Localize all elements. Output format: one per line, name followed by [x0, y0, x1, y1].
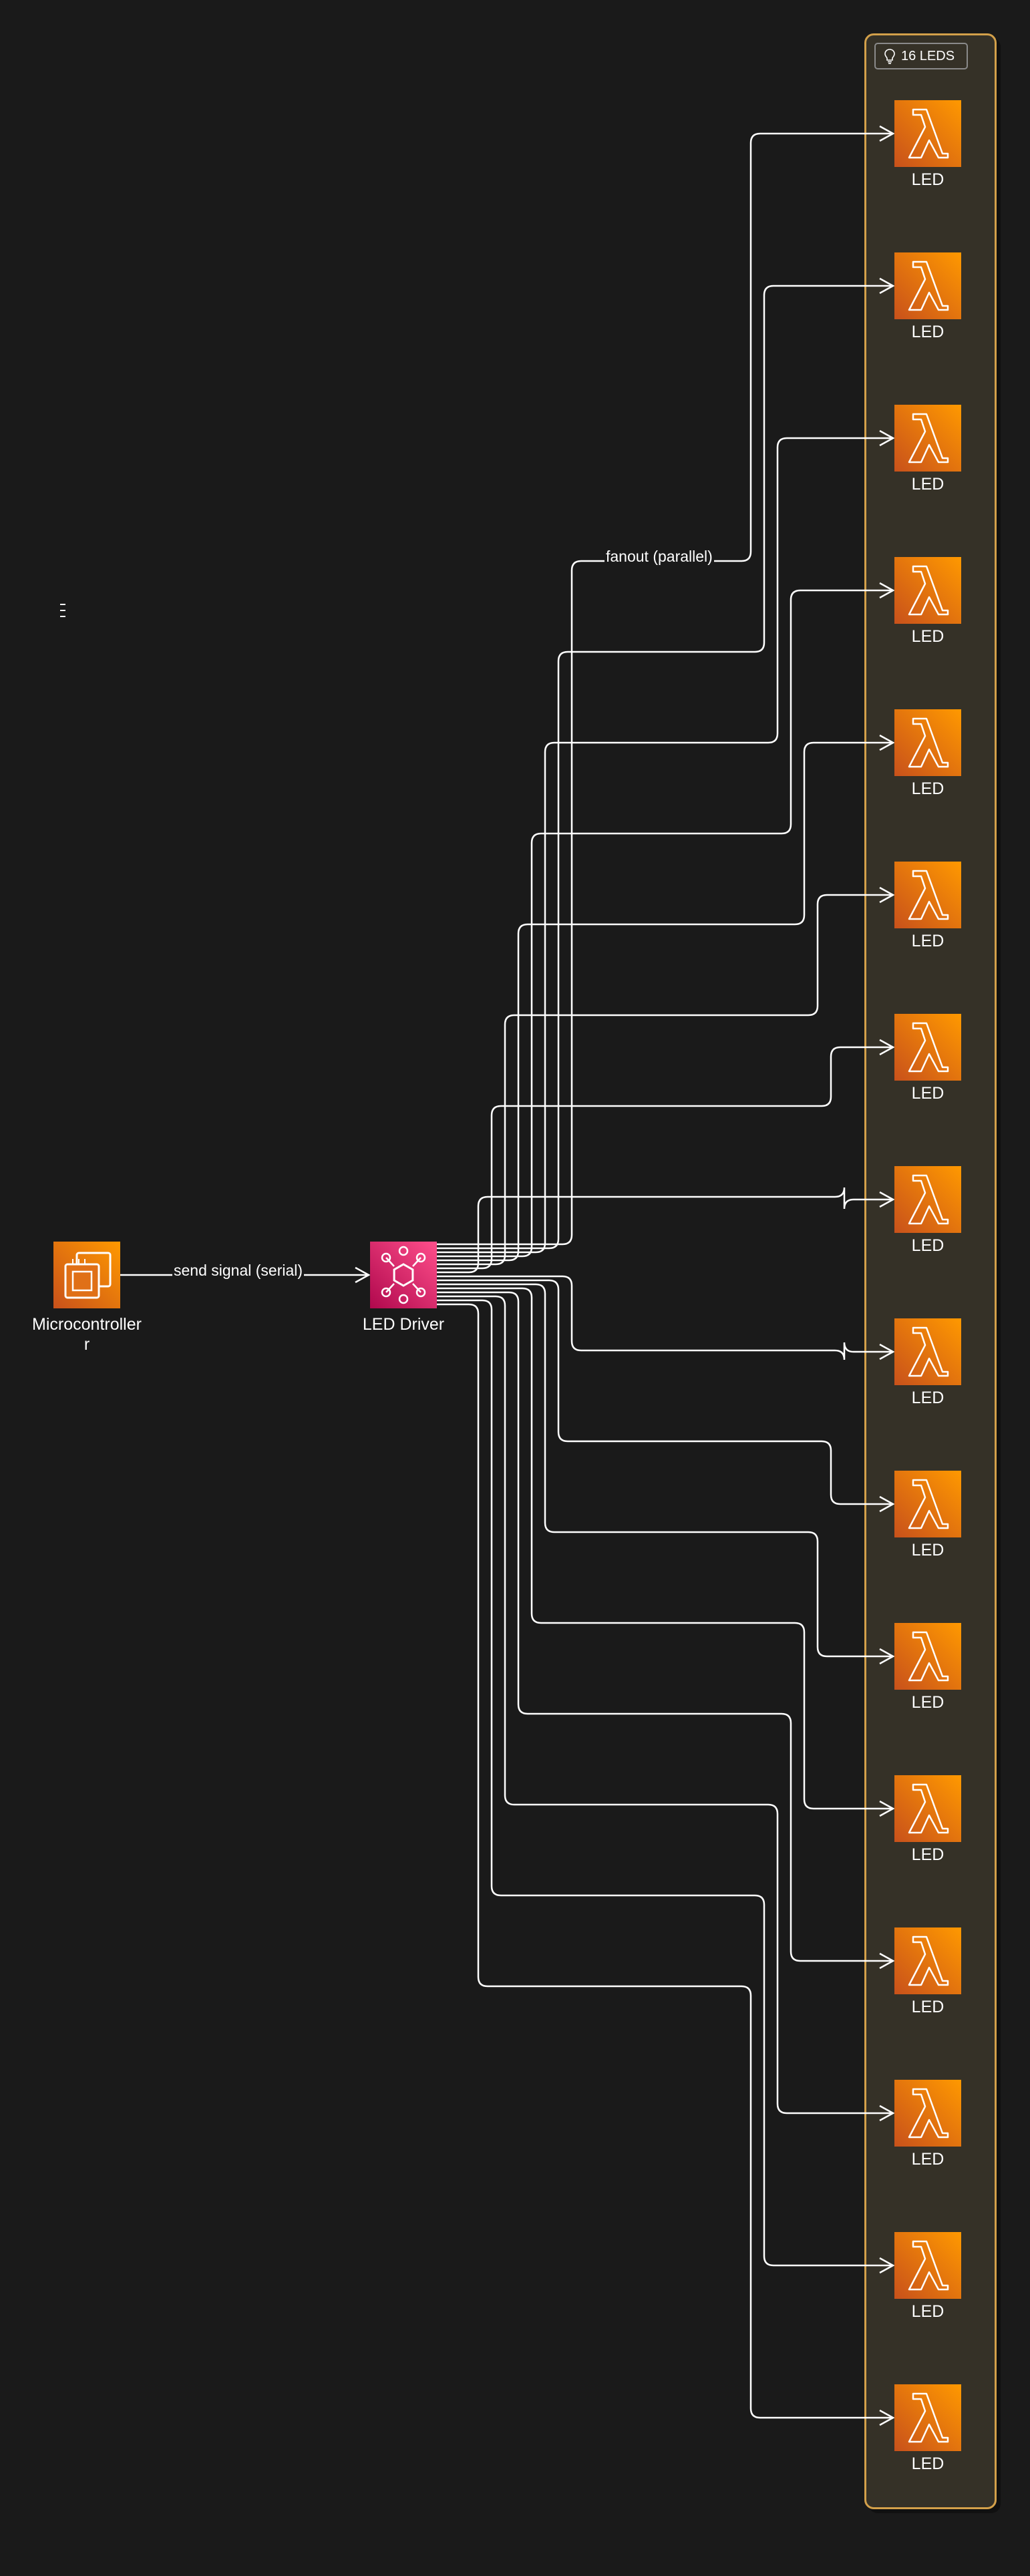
led-lambda-icon — [894, 252, 961, 319]
led-label: LED — [911, 2454, 945, 2473]
led-lambda-icon — [894, 1318, 961, 1385]
led-lambda-icon — [894, 1927, 961, 1994]
fanout-edge — [437, 1291, 895, 1970]
led-label: LED — [911, 1084, 945, 1103]
led-lambda-icon — [894, 1166, 961, 1233]
fanout-edge — [437, 1299, 895, 2274]
led-lambda-icon — [894, 2232, 961, 2299]
led-label: LED — [911, 170, 945, 189]
microcontroller-label: Microcontroller r — [27, 1314, 147, 1354]
fanout-edge — [437, 582, 895, 1258]
led-label: LED — [911, 2150, 945, 2169]
fanout-edge — [437, 1039, 895, 1270]
led-label: LED — [911, 932, 945, 950]
fanout-edge — [437, 734, 895, 1262]
led-label: LED — [911, 2302, 945, 2321]
led-label: LED — [911, 1845, 945, 1864]
led-label: LED — [911, 627, 945, 646]
led-driver-icon — [370, 1242, 437, 1308]
fanout-edge — [437, 1283, 895, 1665]
fanout-edge — [437, 277, 895, 1250]
led-label: LED — [911, 1998, 945, 2016]
fanout-edge — [437, 1279, 895, 1513]
led-lambda-icon — [894, 1623, 961, 1690]
group-title: 16 LEDS — [874, 43, 968, 69]
led-label: LED — [911, 1389, 945, 1407]
group-title-text: 16 LEDS — [901, 48, 955, 63]
fanout-edge-label: fanout (parallel) — [605, 548, 714, 565]
led-label: LED — [911, 1236, 945, 1255]
fanout-edge — [437, 429, 895, 1254]
led-label: LED — [911, 475, 945, 494]
microcontroller-label-line2: r — [83, 1335, 90, 1354]
led-lambda-icon — [894, 862, 961, 928]
microcontroller-label-line1: Microcontroller — [32, 1315, 142, 1334]
led-label: LED — [911, 1541, 945, 1559]
led-lambda-icon — [894, 2080, 961, 2147]
led-label: LED — [911, 1693, 945, 1712]
lightbulb-icon — [884, 49, 895, 64]
led-label: LED — [911, 779, 945, 798]
led-lambda-icon — [894, 557, 961, 624]
led-lambda-icon — [894, 1775, 961, 1842]
led-lambda-icon — [894, 405, 961, 472]
nodes — [53, 100, 961, 2451]
fanout-edge — [437, 1287, 895, 1817]
fanout-edge — [437, 1187, 895, 1274]
serial-edge-label: send signal (serial) — [172, 1262, 305, 1279]
led-lambda-icon — [894, 1471, 961, 1537]
led-lambda-icon — [894, 709, 961, 776]
led-label: LED — [911, 323, 945, 341]
microcontroller-icon — [53, 604, 120, 1308]
led-driver-label: LED Driver — [362, 1315, 445, 1334]
fanout-edge — [437, 1295, 895, 2122]
led-lambda-icon — [894, 100, 961, 167]
led-lambda-icon — [894, 2384, 961, 2451]
fanout-edge — [437, 886, 895, 1266]
fanout-edge — [437, 1303, 895, 2426]
led-lambda-icon — [894, 1014, 961, 1081]
fanout-edge — [437, 1275, 895, 1360]
